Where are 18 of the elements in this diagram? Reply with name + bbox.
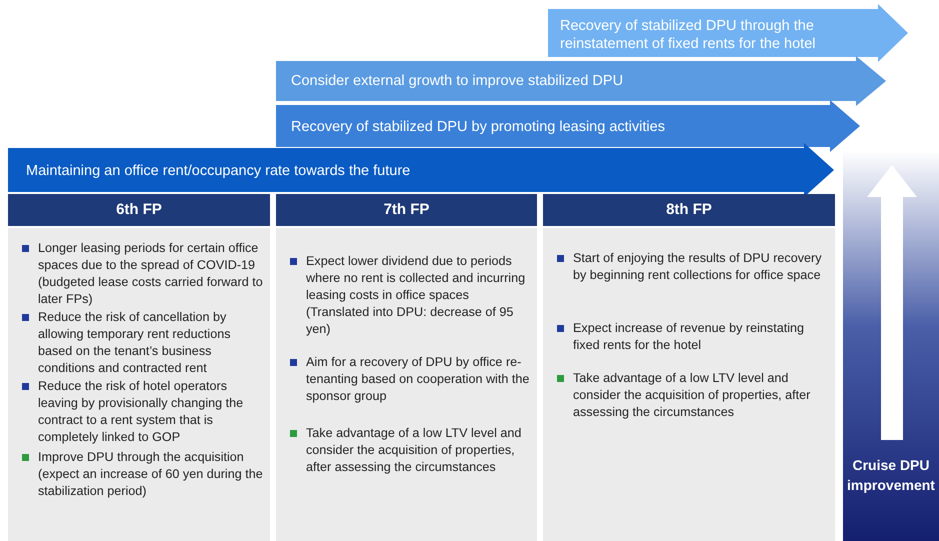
bullet-text: Take advantage of a low LTV level and consider the acquisition of properties, after assessing the circumstances — [573, 370, 812, 421]
bullet-text: Expect increase of revenue by reinstating fixed rents for the hotel — [573, 320, 806, 354]
banner-text: Recovery of stabilized DPU through the reinstatement of fixed rents for the hotel — [560, 17, 816, 53]
bullet-text: Aim for a recovery of DPU by office re-tenanting based on cooperation with the sponsor group — [306, 354, 530, 405]
banner-text: Recovery of stabilized DPU by promoting leasing activities — [291, 118, 665, 136]
bullet-text: Longer leasing periods for certain office spaces due to the spread of COVID-19 (budgeted lease costs carried forward to later FPs) — [38, 240, 264, 308]
bullet-text: Expect lower dividend due to periods where no rent is collected and incurring leasing costs in office spaces (Translated into DPU: decrease of 95 yen) — [306, 253, 526, 338]
bullet-text: Reduce the risk of hotel operators leaving by provisionally changing the contract to a rent system that is completely linked to GOP — [38, 378, 244, 446]
column-header: 6th FP — [8, 194, 270, 226]
column-header: 7th FP — [276, 194, 537, 226]
bullet-text: Reduce the risk of cancellation by allowing temporary rent reductions based on the tenant’s business conditions and contracted rent — [38, 309, 232, 377]
banner-text: Maintaining an office rent/occupancy rate towards the future — [26, 162, 410, 180]
column-header: 8th FP — [543, 194, 835, 226]
bullet-text: Take advantage of a low LTV level and consider the acquisition of properties, after assessing the circumstances — [306, 425, 522, 476]
banner-text: Consider external growth to improve stabilized DPU — [291, 72, 624, 90]
bullet-text: Start of enjoying the results of DPU recovery by beginning rent collections for office space — [573, 250, 822, 284]
band-text: Cruise DPU improvement — [846, 456, 936, 495]
bullet-text: Improve DPU through the acquisition (expect an increase of 60 yen during the stabilization period) — [38, 449, 264, 500]
